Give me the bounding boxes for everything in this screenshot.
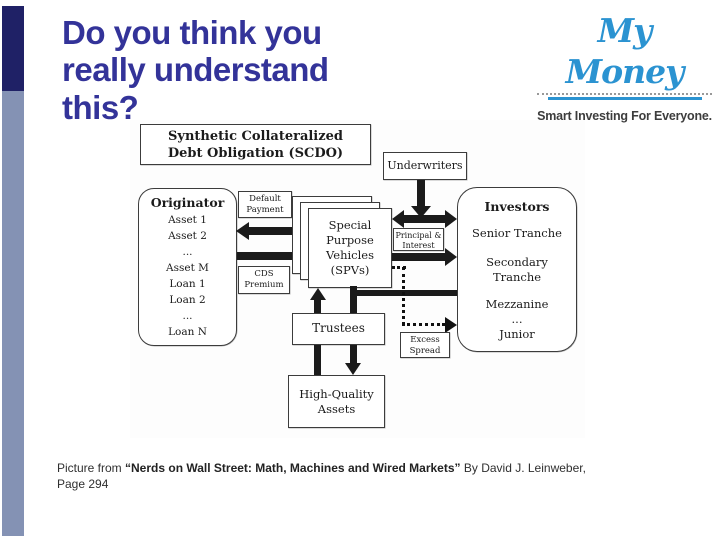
caption-suffix: By David J. Leinweber, — [460, 461, 586, 475]
arrow-trustees-up — [314, 300, 321, 313]
scdo-title-box: Synthetic Collateralized Debt Obligation… — [140, 124, 371, 165]
caption-book-title: “Nerds on Wall Street: Math, Machines an… — [125, 461, 461, 475]
investors-item: ... — [511, 312, 523, 326]
caption-line1: Picture from “Nerds on Wall Street: Math… — [57, 460, 669, 476]
investors-title: Investors — [484, 199, 550, 214]
logo-dotted-rule — [537, 92, 712, 95]
investors-item: Mezzanine — [485, 297, 549, 311]
arrow-spv-investors-left-head — [392, 210, 404, 228]
dotted-excess-spread-seg3 — [402, 323, 445, 326]
trustees-box: Trustees — [292, 313, 385, 345]
dotted-excess-spread-seg1 — [392, 266, 406, 269]
investors-item: Secondary Tranche — [486, 255, 548, 284]
caption: Picture from “Nerds on Wall Street: Math… — [57, 460, 669, 492]
originator-title: Originator — [150, 195, 225, 210]
originator-item: ... — [182, 246, 193, 258]
logo-underline — [547, 96, 702, 100]
investors-item: Senior Tranche — [472, 226, 562, 240]
accent-bar-light — [2, 91, 24, 536]
cds-premium-box: CDS Premium — [238, 266, 290, 294]
arrow-default-payment-head — [236, 222, 249, 240]
originator-item: Asset 2 — [168, 230, 207, 242]
scdo-title-line2: Debt Obligation (SCDO) — [167, 146, 344, 161]
arrow-trustees-down — [350, 345, 357, 363]
underwriters-box: Underwriters — [383, 152, 467, 180]
dotted-excess-spread-head — [445, 317, 457, 333]
caption-prefix: Picture from — [57, 461, 126, 475]
originator-item: ... — [182, 310, 193, 322]
investors-box: Investors Senior Tranche Secondary Tranc… — [457, 187, 577, 352]
investors-item: Junior — [499, 327, 535, 341]
logo: My Money Smart Investing For Everyone. — [537, 10, 712, 123]
arrow-principal-interest-head — [445, 248, 457, 266]
excess-spread-box: Excess Spread — [400, 332, 450, 358]
originator-item: Asset 1 — [168, 214, 207, 226]
originator-item: Loan 1 — [169, 278, 206, 290]
page-title: Do you think you really understand this? — [62, 14, 329, 126]
line-trustees-assets — [314, 345, 321, 375]
arrow-principal-interest — [392, 253, 445, 261]
originator-item: Loan 2 — [169, 294, 206, 306]
dotted-excess-spread-seg2 — [402, 267, 405, 325]
logo-wordmark: My Money — [565, 11, 685, 92]
arrow-spv-investors-double — [403, 215, 446, 223]
originator-item: Asset M — [166, 262, 209, 274]
spv-box: Special Purpose Vehicles (SPVs) — [308, 208, 392, 288]
arrow-underwriters-down — [417, 180, 425, 206]
arrow-spv-investors-right-head — [445, 210, 457, 228]
arrow-trustees-down-head — [345, 363, 361, 375]
logo-tagline: Smart Investing For Everyone. — [537, 108, 712, 123]
originator-item: Loan N — [168, 326, 207, 338]
hq-assets-box: High-Quality Assets — [288, 375, 385, 428]
scdo-diagram: Synthetic Collateralized Debt Obligation… — [130, 120, 585, 438]
scdo-title-line1: Synthetic Collateralized — [168, 129, 343, 144]
accent-bar-dark — [2, 6, 24, 91]
line-spv-down — [350, 286, 357, 313]
principal-interest-box: Principal & Interest — [393, 228, 444, 251]
arrow-trustees-up-head — [310, 288, 326, 300]
arrow-default-payment — [249, 227, 311, 235]
originator-box: Originator Asset 1 Asset 2 ... Asset M L… — [138, 188, 237, 346]
default-payment-box: Default Payment — [238, 191, 292, 218]
caption-line2: Page 294 — [57, 477, 109, 492]
arrow-cds-premium — [237, 252, 299, 260]
